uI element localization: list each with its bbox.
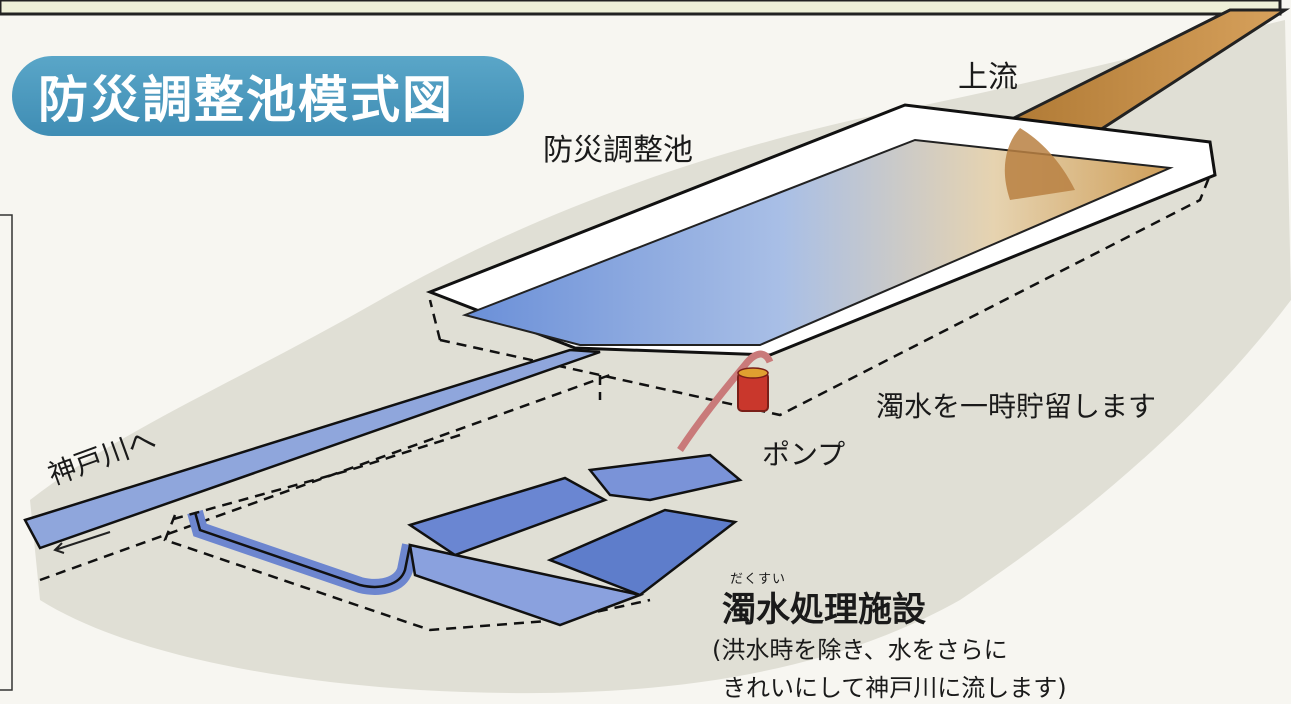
treatment-basin-2 bbox=[587, 453, 743, 502]
flow-arrow bbox=[53, 531, 111, 554]
facility-note-line2: きれいにして神戸川に流します) bbox=[722, 674, 1067, 702]
facility-label: 濁水処理施設 bbox=[722, 590, 926, 630]
outlet-channel bbox=[23, 348, 601, 550]
facility-return-pipe-outline bbox=[193, 511, 412, 589]
facility-note-line1: (洪水時を除き、水をさらに bbox=[712, 636, 1008, 664]
treatment-connector bbox=[408, 543, 645, 627]
top-frame bbox=[0, 0, 1282, 16]
left-frame bbox=[0, 214, 13, 691]
pond-label: 防災調整池 bbox=[543, 133, 693, 168]
pump-unit bbox=[737, 367, 769, 412]
pump-label: ポンプ bbox=[762, 438, 846, 471]
treatment-basin-3 bbox=[546, 508, 739, 597]
pond-basin bbox=[461, 138, 1174, 346]
treatment-basin-1 bbox=[407, 476, 609, 557]
facility-ruby: だくすい bbox=[730, 572, 787, 587]
storage-label: 濁水を一時貯留します bbox=[876, 390, 1157, 423]
upstream-label: 上流 bbox=[958, 60, 1018, 95]
sediment-inflow bbox=[1004, 128, 1075, 200]
page-title: 防災調整池模式図 bbox=[12, 56, 524, 136]
